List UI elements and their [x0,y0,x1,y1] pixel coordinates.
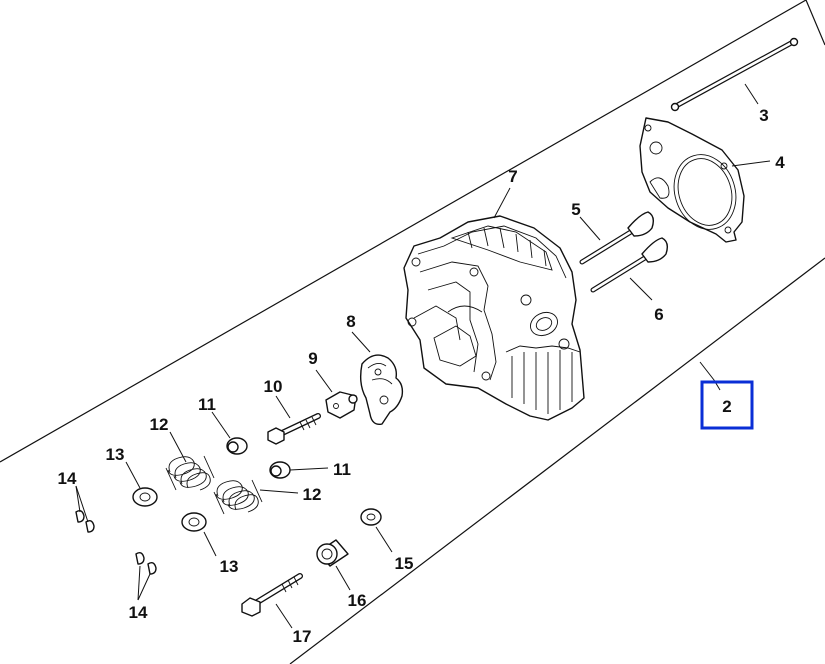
callout-11-upper[interactable]: 11 [198,395,216,414]
leader-lines [75,83,771,629]
callout-12-lower[interactable]: 12 [303,485,322,504]
callout-14-lower[interactable]: 14 [129,603,148,622]
valve-keeper-part-lower[interactable] [135,551,157,575]
callout-17[interactable]: 17 [293,627,312,646]
cylinder-head-part[interactable] [403,215,585,421]
washer-part[interactable] [360,508,382,526]
exhaust-valve-part[interactable] [590,237,669,293]
valve-cap-part-upper[interactable] [226,437,248,455]
callout-13-lower[interactable]: 13 [220,557,239,576]
callout-12-upper[interactable]: 12 [150,415,169,434]
callout-2[interactable]: 2 [722,397,731,416]
callout-15[interactable]: 15 [395,554,414,573]
head-bolt-part[interactable] [241,573,303,617]
callout-3[interactable]: 3 [759,106,768,125]
selected-callout-box [700,380,754,430]
valve-spring-part-lower[interactable] [213,479,263,515]
callout-labels: 2 3 4 5 6 7 8 9 10 11 11 12 12 13 13 14 … [58,106,786,646]
callout-7[interactable]: 7 [508,167,517,186]
callout-16[interactable]: 16 [348,591,367,610]
callout-5[interactable]: 5 [571,200,580,219]
callout-4[interactable]: 4 [775,153,785,172]
valve-cap-part-lower[interactable] [269,461,291,479]
spring-retainer-part-upper[interactable] [132,487,158,507]
callout-11-lower[interactable]: 11 [333,460,351,479]
callout-6[interactable]: 6 [654,305,663,324]
callout-8[interactable]: 8 [346,312,355,331]
callout-14-upper[interactable]: 14 [58,469,77,488]
callout-10[interactable]: 10 [264,377,283,396]
push-rod-part[interactable] [670,37,799,112]
rocker-arm-part[interactable] [359,354,404,425]
spacer-sleeve-part[interactable] [316,539,349,567]
callout-9[interactable]: 9 [308,349,317,368]
head-gasket-part[interactable] [639,117,745,243]
spring-retainer-part-lower[interactable] [181,512,207,532]
callout-13-upper[interactable]: 13 [106,445,125,464]
intake-valve-part[interactable] [579,211,655,265]
rocker-pivot-part[interactable] [325,391,358,419]
rocker-stud-part[interactable] [267,413,321,445]
valve-spring-part-upper[interactable] [165,455,215,491]
